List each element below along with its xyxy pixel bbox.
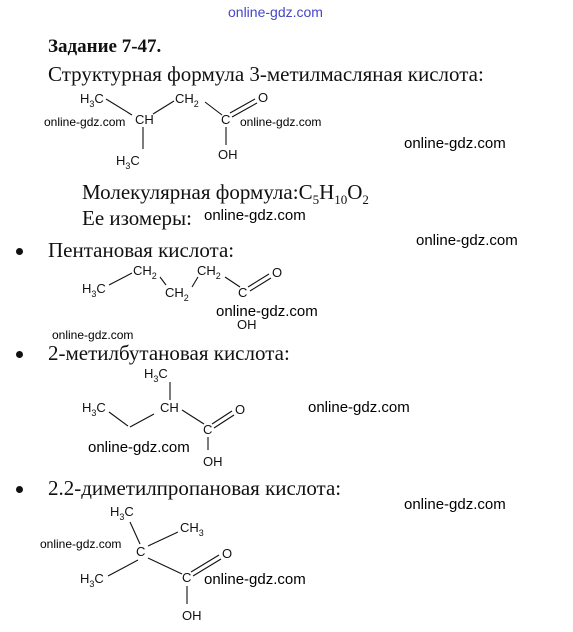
bond	[181, 409, 205, 425]
bond	[108, 272, 133, 286]
watermark: online-gdz.com	[308, 399, 410, 416]
atom-ch2: CH2	[197, 263, 221, 281]
watermark: online-gdz.com	[240, 115, 322, 129]
double-bond	[190, 554, 220, 573]
bond	[159, 276, 167, 286]
molecular-formula-line: Молекулярная формула:C5H10O2	[82, 180, 369, 208]
bond	[224, 276, 241, 288]
bullet	[16, 248, 23, 255]
watermark: online-gdz.com	[404, 135, 506, 152]
isomer-name-2-methylbutanoic: 2-метилбутановая кислота:	[48, 341, 290, 365]
atom-c: C	[182, 570, 191, 585]
atom-ch3: CH3	[180, 520, 204, 538]
atom-o: O	[258, 90, 268, 105]
atom-oh: OH	[237, 317, 257, 332]
structure-2-methylbutanoic-acid: H3C H3C CH C O OH	[82, 366, 245, 469]
bond	[191, 276, 199, 288]
bond	[108, 411, 129, 427]
atom-oh: OH	[182, 608, 202, 623]
atom-c: C	[136, 544, 145, 559]
atom-oh: OH	[203, 454, 223, 469]
atom-ch2: CH2	[133, 263, 157, 281]
watermark: online-gdz.com	[204, 207, 306, 224]
task-title: Задание 7-47.	[48, 36, 162, 57]
watermark: online-gdz.com	[216, 303, 318, 320]
structure-pentanoic-acid: H3C CH2 CH2 CH2 C O OH	[82, 263, 282, 332]
isomer-name-pentanoic: Пентановая кислота:	[48, 238, 235, 262]
double-bond	[213, 414, 235, 429]
atom-ch2: CH2	[175, 91, 199, 109]
molecular-formula: C5H10O2	[298, 180, 369, 208]
double-bond	[229, 98, 256, 114]
atom-h3c: H3C	[82, 281, 106, 299]
double-bond	[231, 102, 258, 118]
atom-c: C	[203, 422, 212, 437]
watermark: online-gdz.com	[416, 232, 518, 249]
watermark: online-gdz.com	[404, 496, 506, 513]
bond	[152, 100, 175, 115]
watermark-top: online-gdz.com	[228, 4, 323, 20]
atom-h3c: H3C	[116, 153, 140, 171]
isomer-name-2-2-dimethylpropanoic: 2.2-диметилпропановая кислота:	[48, 476, 342, 500]
isomers-label: Ее изомеры:	[82, 206, 192, 230]
atom-h3c: H3C	[82, 400, 106, 418]
atom-o: O	[272, 265, 282, 280]
atom-ch: CH	[160, 400, 179, 415]
structure-3-methylbutanoic-acid: H3C CH CH2 C O OH H3C	[80, 90, 268, 171]
watermark: online-gdz.com	[204, 571, 306, 588]
watermark: online-gdz.com	[44, 115, 126, 129]
molecular-formula-label: Молекулярная формула:	[82, 180, 299, 204]
bullet	[16, 486, 23, 493]
double-bond	[192, 558, 222, 577]
double-bond	[247, 273, 270, 288]
watermark: online-gdz.com	[40, 537, 122, 551]
watermark: online-gdz.com	[52, 328, 134, 342]
bullet	[16, 351, 23, 358]
double-bond	[249, 277, 272, 292]
bond	[147, 531, 179, 547]
watermark: online-gdz.com	[88, 439, 190, 456]
atom-c: C	[221, 112, 230, 127]
bond	[129, 413, 155, 428]
atom-h3c: H3C	[80, 91, 104, 109]
atom-c: C	[238, 285, 247, 300]
bond	[129, 521, 141, 545]
bond	[204, 101, 223, 116]
bond	[105, 98, 133, 116]
bond	[147, 557, 183, 575]
double-bond	[211, 410, 233, 425]
atom-oh: OH	[218, 147, 238, 162]
atom-o: O	[222, 546, 232, 561]
atom-h3c: H3C	[110, 504, 134, 522]
structure-2-2-dimethylpropanoic-acid: H3C CH3 C H3C C O OH	[80, 504, 232, 623]
intro-text: Структурная формула 3-метилмасляная кисл…	[48, 62, 484, 86]
atom-h3c: H3C	[144, 366, 168, 384]
bond	[107, 559, 139, 577]
atom-ch2: CH2	[165, 285, 189, 303]
atom-o: O	[235, 402, 245, 417]
atom-h3c: H3C	[80, 571, 104, 589]
atom-ch: CH	[135, 112, 154, 127]
